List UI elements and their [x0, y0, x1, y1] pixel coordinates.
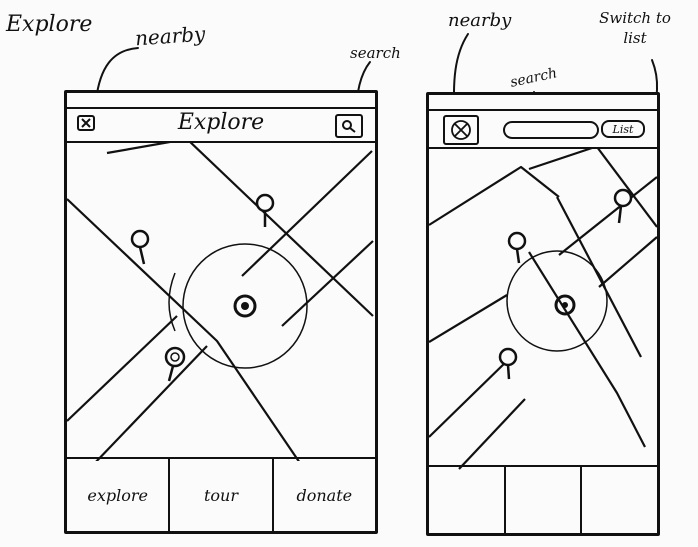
road: [429, 165, 560, 226]
road: [429, 358, 510, 438]
page-title: Explore: [6, 12, 93, 37]
map-canvas[interactable]: [429, 147, 657, 471]
location-radius: [506, 250, 608, 352]
map-pin-icon[interactable]: [255, 193, 275, 227]
annotation-nearby: nearby: [134, 21, 207, 51]
tab-bar: explore tour donate: [67, 457, 375, 531]
nearby-icon: [81, 118, 91, 128]
map-pin-icon[interactable]: [613, 188, 633, 224]
tab-explore[interactable]: explore: [67, 459, 171, 531]
phone-mockup-explore: Explore: [64, 90, 378, 534]
road: [281, 240, 374, 327]
map-canvas[interactable]: [67, 141, 375, 461]
annotation-switch-to-list: Switch to list: [599, 9, 671, 47]
nearby-button[interactable]: [77, 115, 95, 131]
road: [596, 147, 657, 228]
current-location-icon: [554, 294, 576, 316]
tab-3[interactable]: [582, 467, 657, 533]
map-pin-icon[interactable]: [130, 229, 150, 265]
road: [95, 345, 208, 461]
tab-2[interactable]: [506, 467, 583, 533]
road: [528, 147, 596, 171]
header-title: Explore: [177, 110, 265, 135]
search-button[interactable]: [335, 114, 363, 138]
phone-mockup-search: List: [426, 92, 660, 536]
road: [67, 315, 178, 422]
location-radius: [182, 243, 308, 369]
search-icon: [342, 120, 356, 133]
list-button[interactable]: List: [601, 120, 645, 138]
header-bar: List: [429, 109, 657, 149]
annotation-search-2: search: [508, 65, 559, 91]
tab-donate[interactable]: donate: [296, 485, 353, 505]
map-view[interactable]: [67, 141, 375, 461]
annotation-search: search: [350, 44, 401, 62]
road: [458, 398, 526, 470]
road: [598, 236, 657, 288]
map-view[interactable]: [429, 147, 657, 471]
annotation-nearby-2: nearby: [448, 10, 512, 31]
road: [558, 176, 657, 256]
tab-1[interactable]: [429, 467, 506, 533]
road: [429, 294, 508, 343]
header-bar: Explore: [67, 107, 375, 143]
map-pin-icon[interactable]: [498, 347, 518, 380]
road: [241, 150, 373, 277]
search-input[interactable]: [503, 121, 599, 139]
road: [556, 196, 642, 358]
map-pin-icon[interactable]: [164, 346, 186, 382]
tab-tour[interactable]: tour: [170, 459, 274, 531]
nearby-icon: [451, 120, 471, 140]
current-location-icon: [233, 294, 257, 318]
nearby-button[interactable]: [443, 115, 479, 145]
map-pin-icon[interactable]: [507, 231, 527, 264]
road: [67, 198, 300, 461]
road: [106, 141, 374, 317]
tab-bar: [429, 465, 657, 533]
